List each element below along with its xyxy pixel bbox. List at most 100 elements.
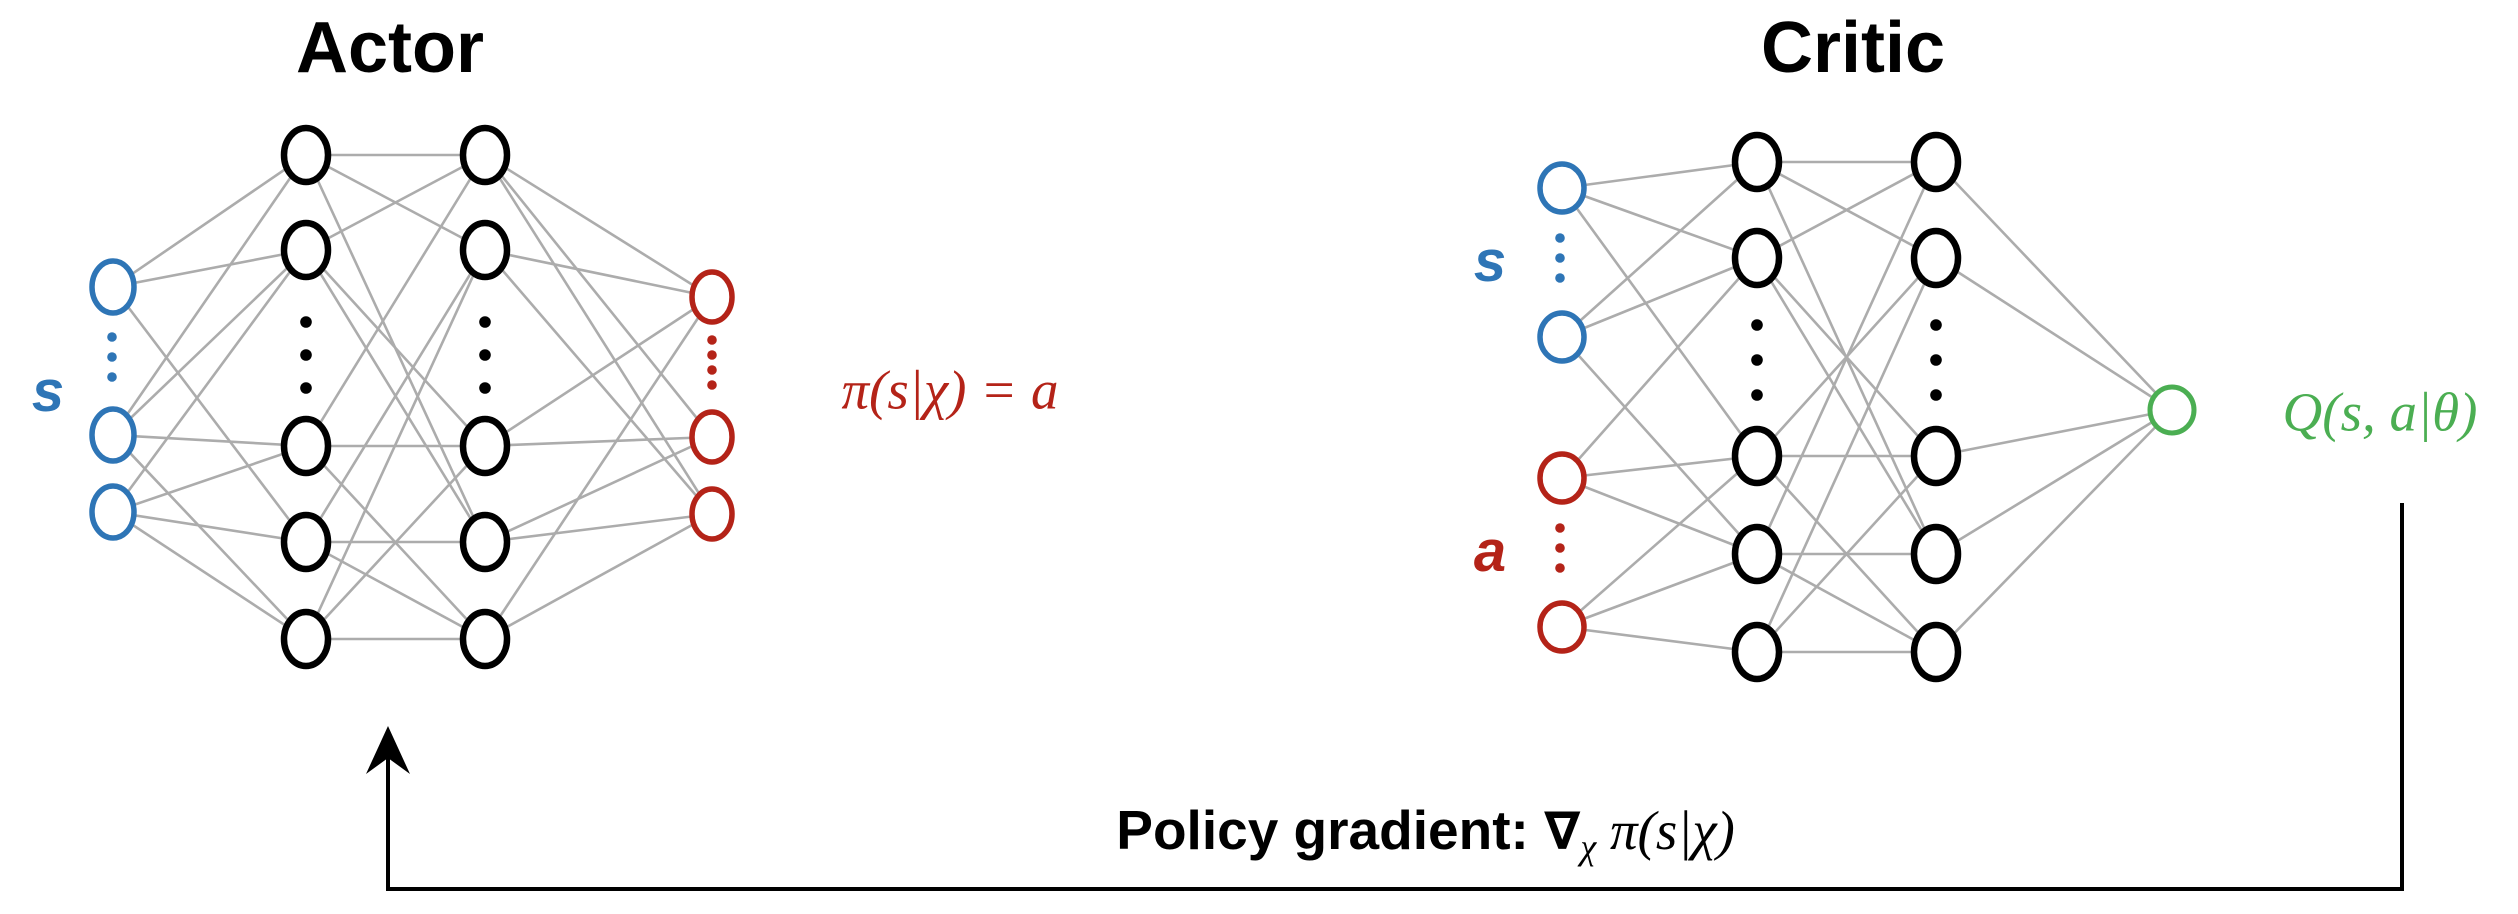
connection-edge xyxy=(1561,336,1758,555)
connection-edge xyxy=(111,154,308,436)
connection-edge xyxy=(112,444,307,514)
connection-edge xyxy=(1561,454,1758,480)
neuron-node-aR2 xyxy=(689,409,735,465)
connection-edge xyxy=(1935,409,2173,653)
neuron-node-aB2 xyxy=(89,406,137,464)
ellipsis-dot xyxy=(1930,389,1942,401)
ellipsis-dot xyxy=(1930,354,1942,366)
connection-edge xyxy=(112,433,307,448)
ellipsis-dot xyxy=(1555,523,1565,533)
connection-edge xyxy=(111,249,308,513)
critic-title: Critic xyxy=(1760,8,1946,88)
connection-edge xyxy=(111,286,308,543)
connection-edge xyxy=(1561,160,1758,190)
connection-edge xyxy=(304,249,487,543)
connection-edge xyxy=(1561,186,1758,260)
actor-policy-equation: π(s|χ) = a xyxy=(841,359,1059,421)
connection-edge xyxy=(1561,476,1758,556)
connection-edge xyxy=(1756,160,1937,260)
ellipsis-dot xyxy=(107,332,117,342)
neuron-node-cM2 xyxy=(1910,227,1962,289)
connection-edge xyxy=(304,154,487,447)
ellipsis-dot xyxy=(707,335,717,345)
connection-edge xyxy=(1935,408,2173,556)
connection-edge xyxy=(112,510,307,544)
ellipsis-dot xyxy=(479,382,491,394)
policy-gradient-feedback-line xyxy=(386,503,2404,891)
connection-edge xyxy=(1561,257,1758,479)
neuron-node-aC3 xyxy=(459,415,511,477)
ellipsis-dot xyxy=(107,352,117,362)
neuron-node-aA3 xyxy=(280,415,332,477)
critic-q-value-label: Q(s, a|θ) xyxy=(2282,381,2478,443)
connection-edge xyxy=(304,249,487,640)
connection-edge xyxy=(484,435,713,448)
neuron-node-cS2 xyxy=(1537,310,1587,364)
connection-edge xyxy=(484,512,713,641)
connection-edge xyxy=(1561,552,1758,629)
connection-edge xyxy=(305,249,486,447)
ellipsis-dot xyxy=(1555,233,1565,243)
neuron-node-aR1 xyxy=(689,269,735,325)
neuron-node-cM4 xyxy=(1910,523,1962,585)
ellipsis-dot xyxy=(1751,389,1763,401)
neuron-node-aA2 xyxy=(280,219,332,281)
connection-edge xyxy=(1561,625,1758,654)
connection-edge xyxy=(1935,256,2173,412)
neuron-node-aC1 xyxy=(459,124,511,186)
connection-edge xyxy=(1561,455,1758,628)
ellipsis-dot xyxy=(107,372,117,382)
feedback-arrowhead-icon xyxy=(366,726,410,774)
ellipsis-dot xyxy=(1555,543,1565,553)
connection-edge xyxy=(483,154,714,515)
connection-edge xyxy=(484,512,713,544)
neuron-node-cK4 xyxy=(1731,523,1783,585)
neuron-node-cM3 xyxy=(1910,425,1962,487)
ellipsis-dot xyxy=(479,316,491,328)
actor-state-label: s xyxy=(31,359,65,424)
neuron-node-cK1 xyxy=(1731,131,1783,193)
connection-edge xyxy=(305,540,486,641)
policy-gradient-label: Policy gradient: ∇χ π(s|χ) xyxy=(1055,748,1735,914)
neuron-node-cM1 xyxy=(1910,131,1962,193)
neuron-node-cK3 xyxy=(1731,425,1783,487)
neuron-node-cK2 xyxy=(1731,227,1783,289)
neuron-node-aA1 xyxy=(280,124,332,186)
policy-gradient-math: π(s|χ) xyxy=(1596,799,1735,861)
connection-edge xyxy=(1561,256,1758,339)
neuron-node-cG xyxy=(2147,384,2197,436)
connection-edge xyxy=(484,248,713,299)
neuron-node-aB1 xyxy=(89,258,137,316)
ellipsis-dot xyxy=(300,382,312,394)
connection-edge xyxy=(1755,161,1938,555)
neuron-node-aR3 xyxy=(689,486,735,542)
connection-edge xyxy=(483,154,714,438)
connection-edge xyxy=(1755,257,1938,653)
neuron-node-aC2 xyxy=(459,219,511,281)
connection-edge xyxy=(484,153,713,299)
connection-edge xyxy=(112,249,307,436)
neuron-node-cK5 xyxy=(1731,621,1783,683)
connection-edge xyxy=(1935,161,2173,411)
ellipsis-dot xyxy=(1555,273,1565,283)
connection-edge xyxy=(1561,161,1758,338)
actor-title: Actor xyxy=(295,8,485,88)
ellipsis-dot xyxy=(1555,253,1565,263)
connection-edge xyxy=(112,153,307,289)
connection-edge xyxy=(112,510,307,641)
connection-edge xyxy=(484,435,713,544)
connection-edge xyxy=(1560,187,1759,457)
ellipsis-dot xyxy=(1930,319,1942,331)
connection-edge xyxy=(484,249,713,515)
neuron-node-cA1 xyxy=(1537,451,1587,505)
ellipsis-dot xyxy=(1751,354,1763,366)
ellipsis-dot xyxy=(1555,563,1565,573)
ellipsis-dot xyxy=(300,316,312,328)
ellipsis-dot xyxy=(707,365,717,375)
ellipsis-dot xyxy=(707,380,717,390)
connection-edge xyxy=(484,295,713,448)
connection-edge xyxy=(1756,552,1937,654)
nabla-symbol: ∇ xyxy=(1544,801,1581,862)
ellipsis-dot xyxy=(1751,319,1763,331)
